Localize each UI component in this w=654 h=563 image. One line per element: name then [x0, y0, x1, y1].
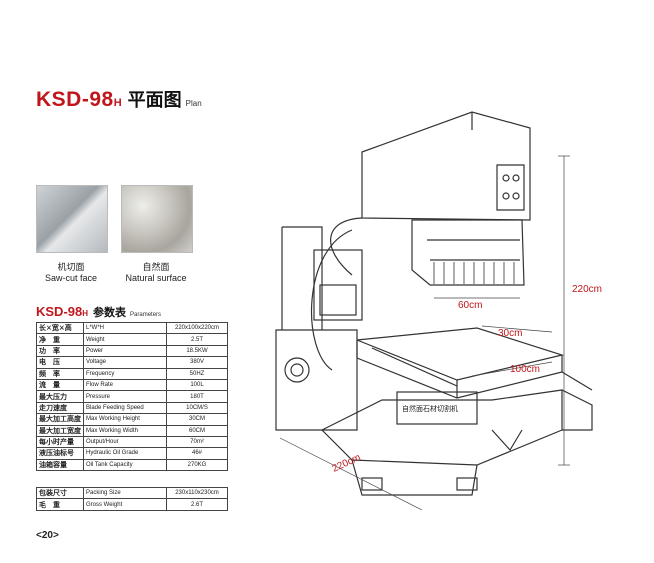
saw-cut-caption: 机切面 Saw-cut face — [28, 262, 114, 284]
param-value: 230x110x230cm — [166, 486, 228, 500]
page-number: <20> — [36, 530, 59, 541]
machine-head — [411, 219, 525, 286]
param-cn: 毛 重 — [36, 498, 84, 511]
param-en: Pressure — [83, 390, 167, 403]
machine-top-housing — [361, 111, 531, 221]
param-en: Voltage — [83, 356, 167, 369]
param-en: Gross Weight — [83, 498, 167, 511]
parameters-model-suffix: H — [82, 309, 89, 318]
parameters-title-cn: 参数表 — [93, 307, 127, 319]
page-title: KSD-98 H 平面图 Plan — [36, 86, 202, 112]
param-value: 380V — [166, 356, 228, 369]
param-en: Blade Feeding Speed — [83, 401, 167, 415]
machine-base — [320, 389, 563, 466]
param-cn: 净 重 — [36, 333, 84, 346]
param-cn: 包装尺寸 — [36, 486, 84, 500]
hydraulic-unit — [313, 249, 363, 321]
param-cn: 电 压 — [36, 356, 84, 369]
natural-caption: 自然面 Natural surface — [113, 262, 199, 284]
dim-table-100: 100cm — [510, 364, 540, 375]
param-value: 2.6T — [166, 498, 228, 511]
param-en: Oil Tank Capacity — [83, 458, 167, 472]
param-en: Max Working Width — [83, 424, 167, 437]
param-value: 18.5KW — [166, 344, 228, 358]
dim-length-220: 220cm — [331, 452, 363, 475]
param-value: 30CM — [166, 413, 228, 426]
param-cn: 走刀速度 — [36, 401, 84, 415]
param-cn: 油箱容量 — [36, 458, 84, 472]
saw-cut-caption-en: Saw-cut face — [44, 273, 98, 283]
param-cn: 最大加工高度 — [36, 413, 84, 426]
param-value: 60CM — [166, 424, 228, 437]
param-cn: 频 率 — [36, 367, 84, 380]
natural-surface-photo — [121, 185, 193, 253]
param-en: Max Working Height — [83, 413, 167, 426]
param-value: 220x100x220cm — [166, 321, 228, 335]
param-cn: 每小时产量 — [36, 435, 84, 449]
param-value: 2.5T — [166, 333, 228, 346]
param-value: 10CM/S — [166, 401, 228, 415]
natural-caption-en: Natural surface — [125, 273, 187, 283]
parameters-title: KSD-98 H 参数表 Parameters — [36, 304, 161, 320]
saw-cut-caption-cn: 机切面 — [57, 262, 85, 272]
param-value: 70m² — [166, 435, 228, 449]
dim-height-220: 220cm — [572, 284, 602, 295]
param-cn: 最大加工宽度 — [36, 424, 84, 437]
param-en: Output/Hour — [83, 435, 167, 449]
param-en: Flow Rate — [83, 378, 167, 392]
parameters-model: KSD-98 — [36, 304, 83, 319]
machine-nameplate: 自然面石材切割机 — [402, 404, 458, 413]
param-value: 100L — [166, 378, 228, 392]
param-value: 270KG — [166, 458, 228, 472]
param-cn: 长×宽×高 — [36, 321, 84, 335]
parameters-title-en: Parameters — [130, 312, 162, 318]
saw-cut-photo — [36, 185, 108, 253]
param-value: 46# — [166, 447, 228, 460]
natural-caption-cn: 自然面 — [142, 262, 170, 272]
param-en: L*W*H — [83, 321, 167, 335]
param-value: 50HZ — [166, 367, 228, 380]
param-en: Power — [83, 344, 167, 358]
param-cn: 功 率 — [36, 344, 84, 358]
param-value: 180T — [166, 390, 228, 403]
param-en: Hydraulic Oil Grade — [83, 447, 167, 460]
title-model-suffix: H — [113, 97, 122, 109]
dim-width-60: 60cm — [458, 300, 482, 311]
param-en: Packing Size — [83, 486, 167, 500]
oil-tank — [275, 329, 358, 431]
title-cn: 平面图 — [127, 90, 182, 111]
title-model: KSD-98 — [36, 88, 114, 111]
dim-depth-30: 30cm — [498, 328, 522, 339]
param-en: Frequency — [83, 367, 167, 380]
machine-drawing: 220cm 60cm 30cm 100cm 220cm 自然面石材切割机 — [275, 111, 602, 511]
param-cn: 最大压力 — [36, 390, 84, 403]
param-cn: 液压油标号 — [36, 447, 84, 460]
param-cn: 流 量 — [36, 378, 84, 392]
param-en: Weight — [83, 333, 167, 346]
title-en: Plan — [185, 99, 202, 108]
